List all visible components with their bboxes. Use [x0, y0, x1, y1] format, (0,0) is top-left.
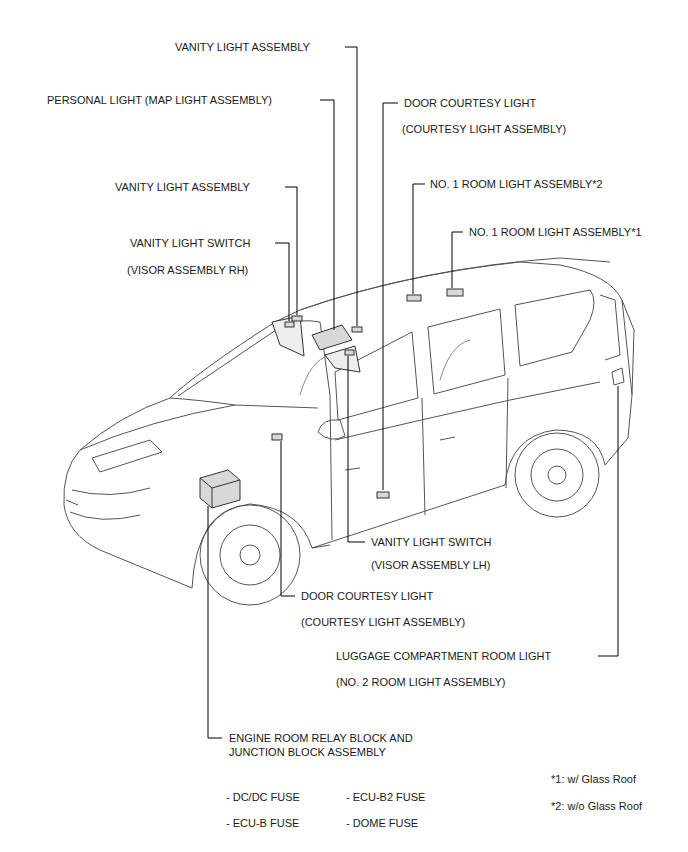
- fuse-name: - ECU-B2 FUSE: [346, 790, 425, 804]
- part-name: PERSONAL LIGHT (MAP LIGHT ASSEMBLY): [47, 93, 272, 107]
- part-name: (VISOR ASSEMBLY RH): [127, 263, 248, 277]
- part-name: JUNCTION BLOCK ASSEMBLY: [229, 745, 386, 759]
- part-name: VANITY LIGHT SWITCH: [371, 535, 491, 549]
- part-name: VANITY LIGHT ASSEMBLY: [115, 180, 250, 194]
- fuse-name: - DOME FUSE: [346, 816, 418, 830]
- part-name: DOOR COURTESY LIGHT: [301, 589, 433, 603]
- fuse-name: - DC/DC FUSE: [226, 790, 300, 804]
- part-name: NO. 1 ROOM LIGHT ASSEMBLY*2: [430, 177, 603, 191]
- footnote: *2: w/o Glass Roof: [551, 799, 642, 813]
- part-name: (NO. 2 ROOM LIGHT ASSEMBLY): [336, 675, 506, 689]
- fuse-name: - ECU-B FUSE: [226, 816, 299, 830]
- part-name: LUGGAGE COMPARTMENT ROOM LIGHT: [336, 649, 551, 663]
- footnote: *1: w/ Glass Roof: [551, 772, 636, 786]
- part-name: (COURTESY LIGHT ASSEMBLY): [301, 615, 465, 629]
- part-name: NO. 1 ROOM LIGHT ASSEMBLY*1: [469, 225, 642, 239]
- part-name: ENGINE ROOM RELAY BLOCK AND: [229, 731, 413, 745]
- part-name: (VISOR ASSEMBLY LH): [371, 558, 490, 572]
- part-name: VANITY LIGHT ASSEMBLY: [175, 40, 310, 54]
- part-name: DOOR COURTESY LIGHT: [404, 96, 536, 110]
- part-name: VANITY LIGHT SWITCH: [130, 236, 250, 250]
- part-name: (COURTESY LIGHT ASSEMBLY): [402, 122, 566, 136]
